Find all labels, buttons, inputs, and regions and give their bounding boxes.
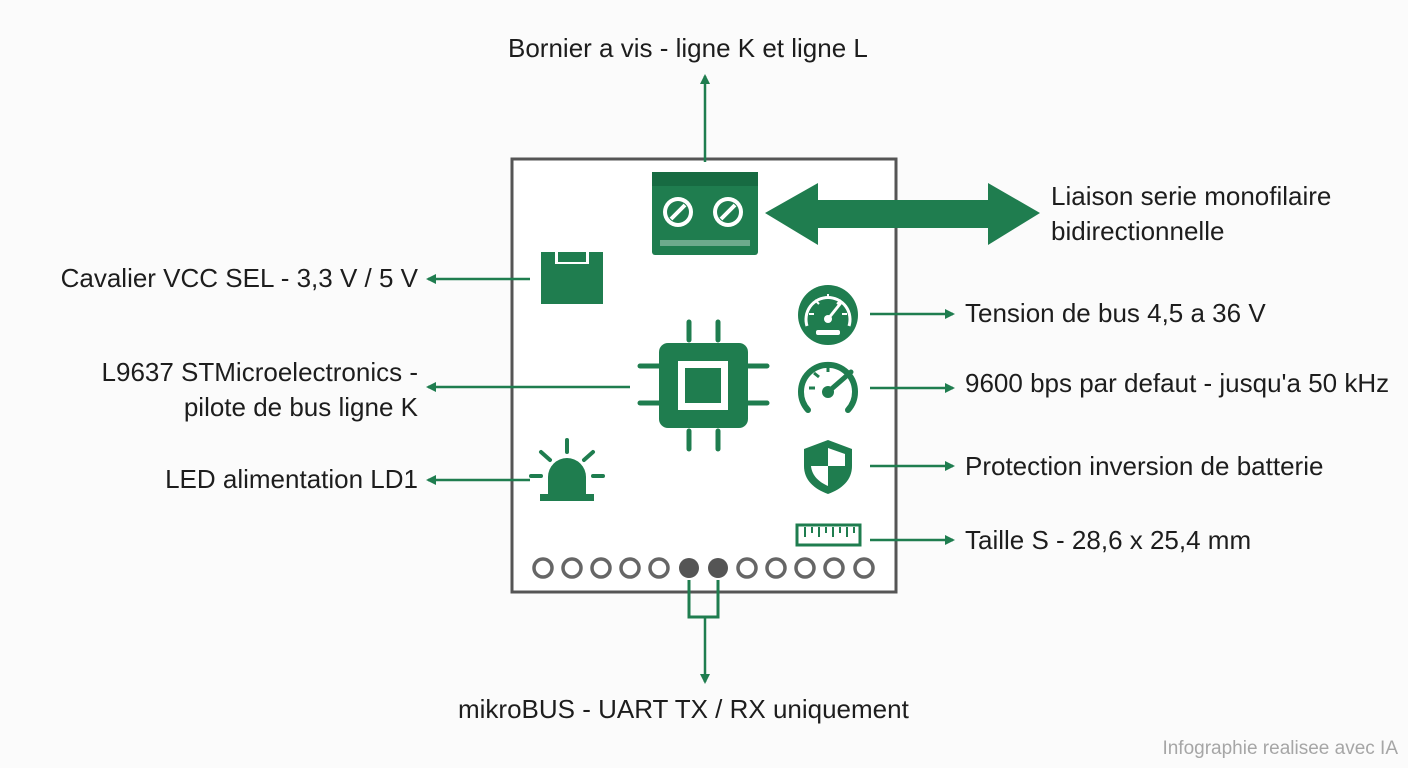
gauge-icon	[798, 285, 858, 345]
label-chip-line-2: pilote de bus ligne K	[183, 392, 418, 422]
pin-rx	[708, 558, 728, 578]
bidirectional-arrow	[765, 183, 1040, 245]
label-protection: Protection inversion de batterie	[965, 451, 1324, 481]
connector-bottom	[687, 580, 720, 619]
screw-terminal-icon	[652, 172, 758, 255]
shield-icon	[804, 440, 852, 494]
chip-icon	[637, 319, 770, 452]
label-baud: 9600 bps par defaut - jusqu'a 50 kHz	[965, 368, 1390, 398]
label-led: LED alimentation LD1	[165, 464, 418, 494]
label-screw-terminal: Bornier a vis - ligne K et ligne L	[508, 33, 868, 63]
label-mikrobus: mikroBUS - UART TX / RX uniquement	[458, 694, 909, 724]
label-jumper: Cavalier VCC SEL - 3,3 V / 5 V	[60, 263, 418, 293]
label-size: Taille S - 28,6 x 25,4 mm	[965, 525, 1252, 555]
pin-tx	[679, 558, 699, 578]
label-serial-line-2: bidirectionnelle	[1051, 216, 1225, 246]
label-voltage: Tension de bus 4,5 a 36 V	[965, 298, 1266, 328]
label-serial-line-1: Liaison serie monofilaire	[1051, 181, 1332, 211]
ruler-icon	[795, 523, 862, 547]
beacon-light-icon	[529, 438, 605, 501]
mikrobus-pins	[532, 557, 875, 579]
footer-credit: Infographie realisee avec IA	[1162, 738, 1398, 759]
label-chip-line-1: L9637 STMicroelectronics -	[101, 357, 418, 387]
speedometer-icon	[798, 361, 858, 413]
jumper-icon	[541, 252, 603, 304]
